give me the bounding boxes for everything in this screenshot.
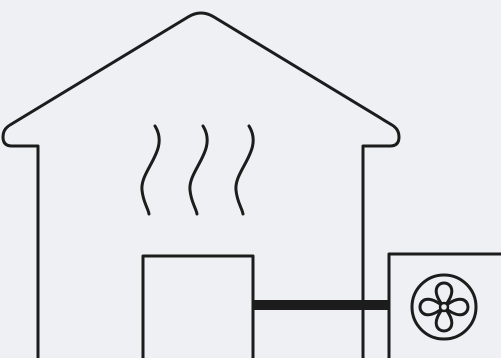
fan-hub [440,303,448,311]
pipe-icon [253,300,389,310]
